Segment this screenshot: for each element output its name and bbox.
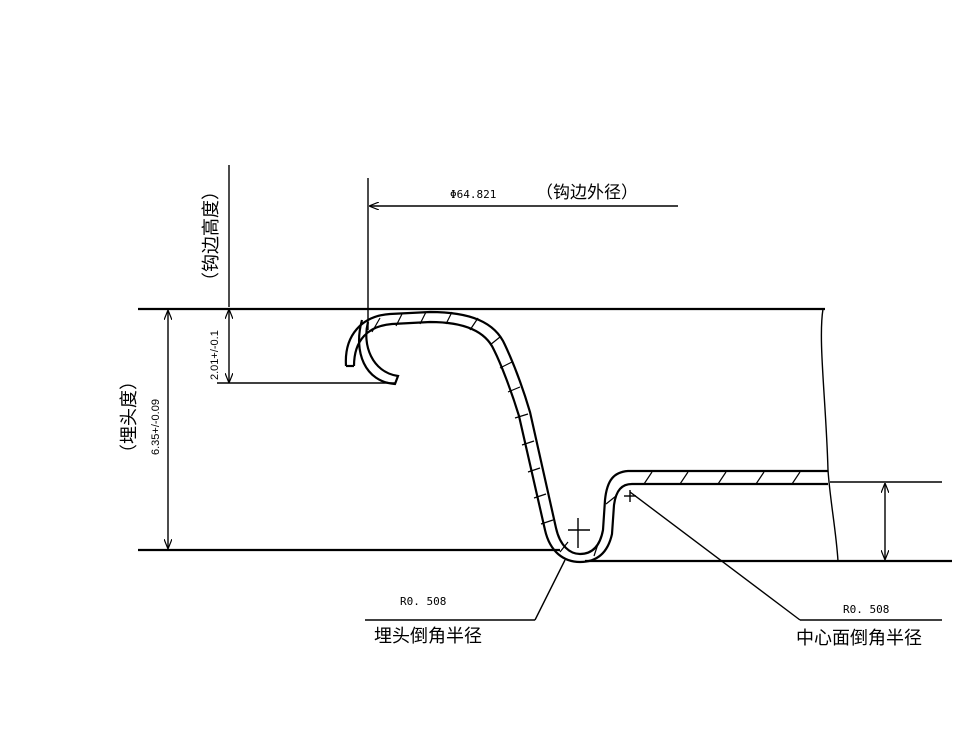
flange-diameter-label: （钩边外径） xyxy=(536,183,638,203)
center-panel-radius-callout: R0. 508 中心面倒角半径 xyxy=(629,491,942,649)
flange-height-dimension: （钩边高度） 2.01+/-0.1 xyxy=(201,165,229,382)
flange-diameter-value: Φ64.821 xyxy=(450,188,496,201)
reference-lines xyxy=(138,307,952,563)
countersink-radius-label: 埋头倒角半径 xyxy=(374,626,482,647)
countersink-radius-value: R0. 508 xyxy=(400,595,446,608)
curl-hook xyxy=(357,319,400,386)
section-break-line xyxy=(820,308,839,562)
countersink-depth-dimension: （埋头度） 6.35+/-0.09 xyxy=(119,311,168,548)
profile-inner-line xyxy=(352,320,828,564)
countersink-radius-callout: R0. 508 埋头倒角半径 xyxy=(365,559,566,647)
center-panel-radius-value: R0. 508 xyxy=(843,603,889,616)
flange-height-label: （钩边高度） xyxy=(201,182,222,290)
profile-outer-line xyxy=(344,310,828,556)
center-panel-radius-label: 中心面倒角半径 xyxy=(796,628,922,649)
flange-height-value: 2.01+/-0.1 xyxy=(209,330,221,380)
countersink-depth-label: （埋头度） xyxy=(119,372,140,462)
part-section-profile xyxy=(344,310,828,564)
countersink-depth-value: 6.35+/-0.09 xyxy=(150,399,162,455)
flange-diameter-dimension: Φ64.821 （钩边外径） xyxy=(367,178,678,330)
